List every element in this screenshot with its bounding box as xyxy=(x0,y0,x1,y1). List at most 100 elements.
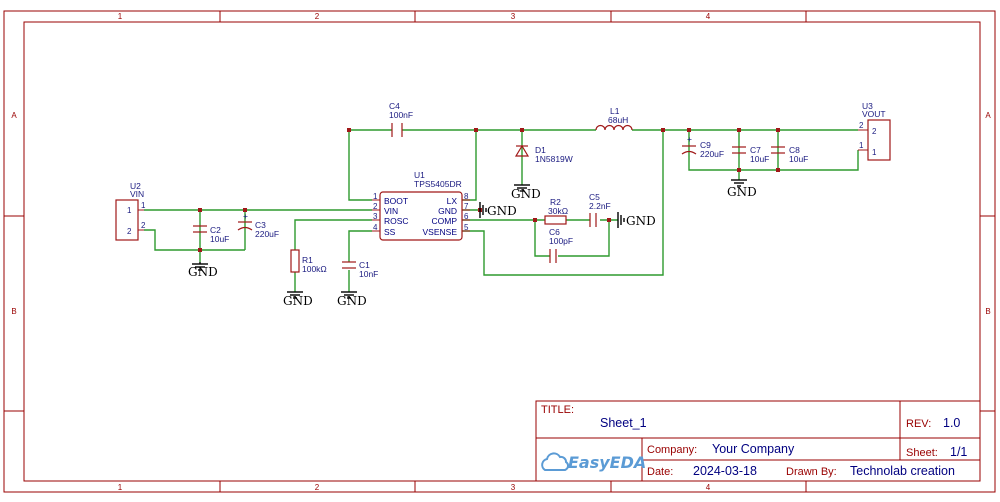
u1-pin-lx: LX xyxy=(447,196,458,206)
col-label-1-top: 1 xyxy=(118,12,123,21)
ground-symbol-c1: GND xyxy=(337,291,367,308)
ground-symbol-c2: GND xyxy=(188,262,218,279)
u1-pinnum-3: 3 xyxy=(373,212,378,221)
capacitor-c3: + C3 220uF xyxy=(237,211,279,239)
capacitor-c8: C8 10uF xyxy=(771,145,808,164)
c2-value: 10uF xyxy=(210,234,229,244)
u1-pin-boot: BOOT xyxy=(384,196,408,206)
c1-value: 10nF xyxy=(359,269,378,279)
title-block: TITLE: Sheet_1 REV: 1.0 Company: Your Co… xyxy=(535,400,981,482)
date-value: 2024-03-18 xyxy=(693,464,757,478)
u1-pin-gnd: GND xyxy=(438,206,457,216)
ic-u1-tps5405dr: U1 TPS5405DR BOOT VIN ROSC SS LX GND COM… xyxy=(372,170,470,241)
capacitor-c9: + C9 220uF xyxy=(681,134,724,159)
d1-ref: D1 xyxy=(535,145,546,155)
c4-value: 100nF xyxy=(389,110,413,120)
u3-pin2: 2 xyxy=(872,127,877,136)
logo-text: EasyEDA xyxy=(568,453,646,472)
capacitor-c6: C6 100pF xyxy=(549,227,573,263)
u2-pin2: 2 xyxy=(127,227,132,236)
c2-ref: C2 xyxy=(210,225,221,235)
inductor-l1: L1 68uH xyxy=(595,106,633,131)
u1-pin-vsense: VSENSE xyxy=(423,227,458,237)
c5-ref: C5 xyxy=(589,192,600,202)
c5-value: 2.2nF xyxy=(589,201,611,211)
u3-pin1-num: 1 xyxy=(859,141,864,150)
col-label-4-top: 4 xyxy=(706,12,711,21)
row-label-a-right: A xyxy=(985,111,991,120)
ground-symbol-c5: GND xyxy=(617,212,656,228)
c9-ref: C9 xyxy=(700,140,711,150)
col-label-4-bottom: 4 xyxy=(706,483,711,492)
u1-pin-ss: SS xyxy=(384,227,396,237)
capacitor-c4: C4 100nF xyxy=(389,101,413,137)
u1-pinnum-8: 8 xyxy=(464,192,469,201)
u1-pinnum-2: 2 xyxy=(373,202,378,211)
c9-value: 220uF xyxy=(700,149,724,159)
col-label-3-bottom: 3 xyxy=(511,483,516,492)
capacitor-c5: C5 2.2nF xyxy=(589,192,611,227)
drawing-frame: 1 2 3 4 1 2 3 4 A B A B xyxy=(3,10,996,493)
capacitor-c7: C7 10uF xyxy=(732,145,769,164)
r1-value: 100kΩ xyxy=(302,264,327,274)
u1-pin-vin: VIN xyxy=(384,206,398,216)
gnd-label-c2: GND xyxy=(188,265,218,279)
u1-pinnum-7: 7 xyxy=(464,202,469,211)
u3-name: VOUT xyxy=(862,109,886,119)
ground-symbol-u1: GND xyxy=(479,202,517,218)
drawn-by-value: Technolab creation xyxy=(850,464,955,478)
row-label-a-left: A xyxy=(11,111,17,120)
easyeda-logo: EasyEDA xyxy=(541,452,646,472)
c7-ref: C7 xyxy=(750,145,761,155)
d1-value: 1N5819W xyxy=(535,154,573,164)
u2-pin2-num: 2 xyxy=(141,221,146,230)
c6-value: 100pF xyxy=(549,236,573,246)
u2-name: VIN xyxy=(130,189,144,199)
r2-value: 30kΩ xyxy=(548,206,568,216)
col-label-2-top: 2 xyxy=(315,12,320,21)
gnd-label-c1: GND xyxy=(337,294,367,308)
capacitor-c1: C1 10nF xyxy=(342,260,378,279)
u1-pinnum-4: 4 xyxy=(373,223,378,232)
c3-plus: + xyxy=(243,211,248,221)
company-label: Company: xyxy=(647,444,697,456)
u2-pin1: 1 xyxy=(127,206,132,215)
col-label-3-top: 3 xyxy=(511,12,516,21)
gnd-label-d1: GND xyxy=(511,187,541,201)
rev-label: REV: xyxy=(906,418,931,430)
u1-pin-rosc: ROSC xyxy=(384,216,409,226)
u2-ref: U2 xyxy=(130,181,141,191)
u3-pin1: 1 xyxy=(872,148,877,157)
company-value: Your Company xyxy=(712,442,795,456)
connector-u2-vin: U2 VIN 1 2 1 2 xyxy=(115,181,146,241)
diode-d1: D1 1N5819W xyxy=(514,144,573,164)
row-label-b-right: B xyxy=(985,307,990,316)
r2-ref: R2 xyxy=(550,197,561,207)
title-label: TITLE: xyxy=(541,404,574,416)
date-label: Date: xyxy=(647,466,673,478)
r1-ref: R1 xyxy=(302,255,313,265)
u1-pinnum-6: 6 xyxy=(464,212,469,221)
rev-value: 1.0 xyxy=(943,416,960,430)
resistor-r2: R2 30kΩ xyxy=(544,197,568,225)
c8-ref: C8 xyxy=(789,145,800,155)
u1-pinnum-5: 5 xyxy=(464,223,469,232)
c6-ref: C6 xyxy=(549,227,560,237)
c7-value: 10uF xyxy=(750,154,769,164)
c1-ref: C1 xyxy=(359,260,370,270)
gnd-label-c5: GND xyxy=(626,214,656,228)
ground-symbol-out: GND xyxy=(727,179,757,199)
l1-value: 68uH xyxy=(608,115,628,125)
u1-pin-comp: COMP xyxy=(432,216,458,226)
cloud-icon xyxy=(541,452,569,471)
connector-u3-vout: U3 VOUT 2 1 2 1 xyxy=(858,101,891,161)
sheet-label: Sheet: xyxy=(906,447,938,459)
gnd-label-r1: GND xyxy=(283,294,313,308)
gnd-label-u1: GND xyxy=(487,204,517,218)
col-label-2-bottom: 2 xyxy=(315,483,320,492)
sheet-value: 1/1 xyxy=(950,445,967,459)
resistor-r1: R1 100kΩ xyxy=(290,249,327,274)
junctions xyxy=(198,128,780,252)
u1-pinnum-1: 1 xyxy=(373,192,378,201)
